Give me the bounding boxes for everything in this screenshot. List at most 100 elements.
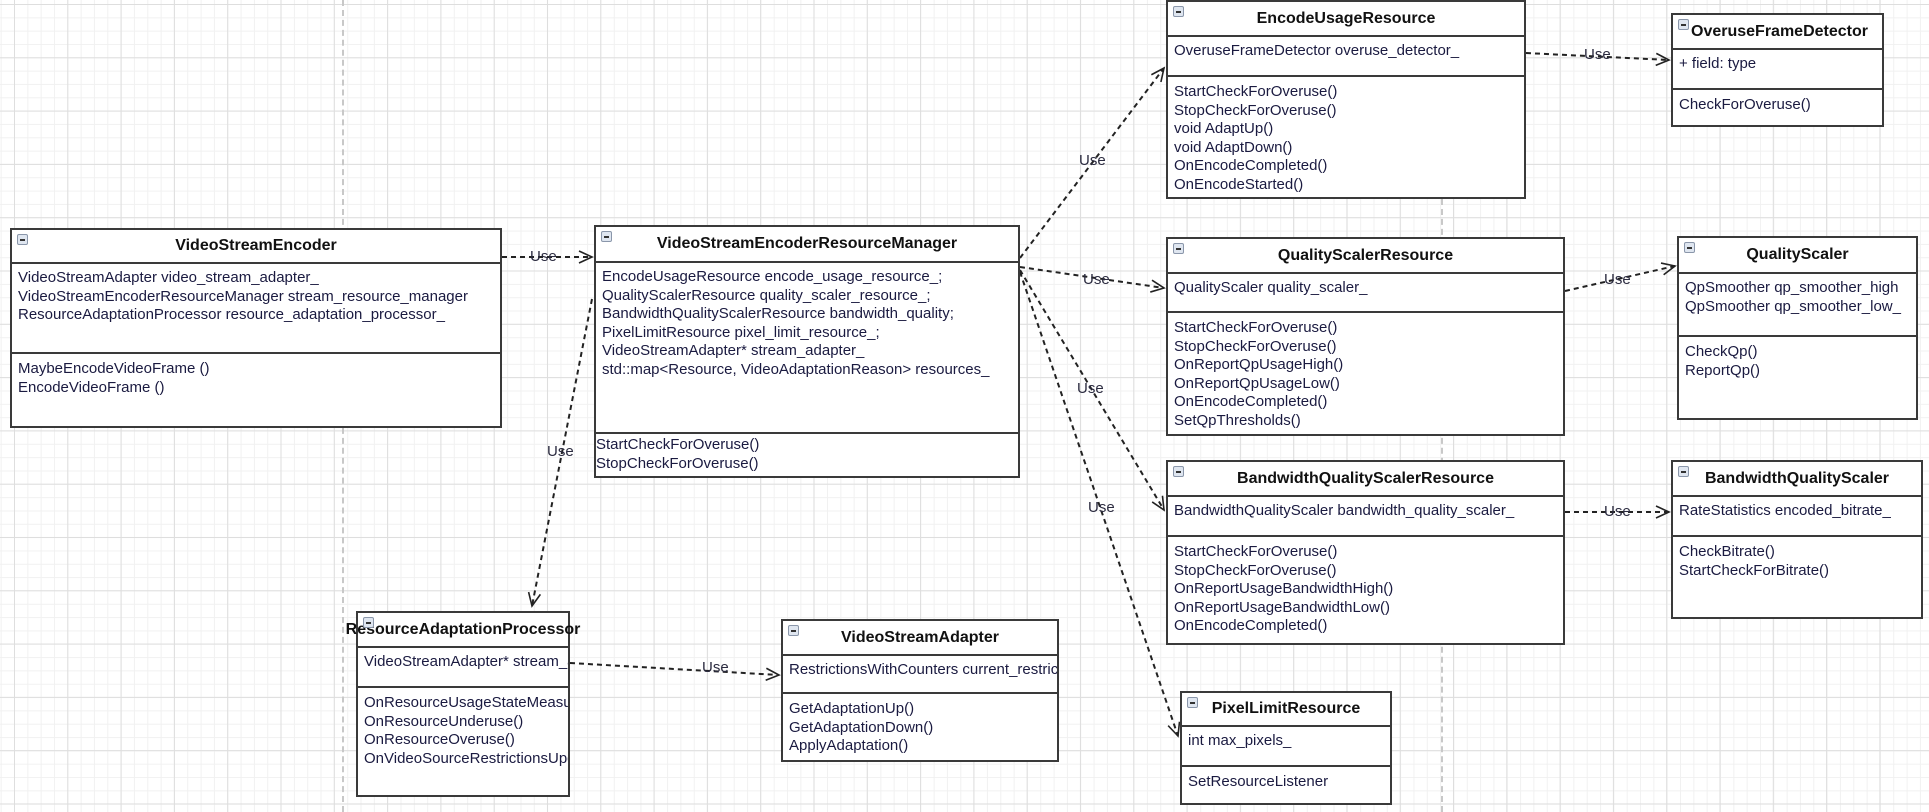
collapse-toggle-icon[interactable] xyxy=(363,617,374,628)
class-pixel-limit-resource[interactable]: PixelLimitResource int max_pixels_ SetReso… xyxy=(1180,691,1392,805)
class-name: ResourceAdaptationProcessor xyxy=(345,620,581,638)
attribute: EncodeUsageResource encode_usage_resourc… xyxy=(602,268,943,285)
class-name: EncodeUsageResource xyxy=(1256,9,1436,27)
operation: OnResourceUsageStateMeasured() xyxy=(364,694,568,711)
collapse-toggle-icon[interactable] xyxy=(1173,6,1184,17)
collapse-toggle-icon[interactable] xyxy=(17,234,28,245)
operation: CheckForOveruse() xyxy=(1679,96,1811,113)
operation: MaybeEncodeVideoFrame () xyxy=(18,360,210,377)
operation: StopCheckForOveruse() xyxy=(1174,561,1337,579)
attributes-compartment: OveruseFrameDetector overuse_detector_ xyxy=(1168,37,1524,77)
class-name: PixelLimitResource xyxy=(1211,700,1361,717)
relation-label: Use xyxy=(702,659,729,676)
attributes-compartment: VideoStreamAdapter video_stream_adapter_… xyxy=(12,264,500,354)
operation: void AdaptUp() xyxy=(1174,120,1274,137)
operation: StartCheckForOveruse() xyxy=(1174,83,1338,100)
operation: OnResourceUnderuse() xyxy=(364,712,524,730)
attribute: QpSmoother qp_smoother_high xyxy=(1685,279,1899,296)
collapse-toggle-icon[interactable] xyxy=(1678,466,1689,477)
operation: GetAdaptationDown() xyxy=(789,718,934,736)
attributes-compartment: QualityScaler quality_scaler_ xyxy=(1168,274,1563,313)
operation: OnEncodeCompleted() xyxy=(1174,617,1328,634)
operation: OnResourceOveruse() xyxy=(364,731,515,748)
attribute: VideoStreamAdapter video_stream_adapter_ xyxy=(18,269,319,286)
attributes-compartment: EncodeUsageResource encode_usage_resourc… xyxy=(596,263,1018,434)
operations-compartment: CheckQp()ReportQp() xyxy=(1679,337,1916,418)
operation: StopCheckForOveruse() xyxy=(1174,337,1337,355)
relation-label: Use xyxy=(1077,380,1104,397)
collapse-toggle-icon[interactable] xyxy=(1678,19,1689,30)
operation: OnReportUsageBandwidthHigh() xyxy=(1174,580,1394,597)
operation: GetAdaptationUp() xyxy=(789,700,915,717)
collapse-toggle-icon[interactable] xyxy=(1173,243,1184,254)
attribute: QualityScalerResource quality_scaler_res… xyxy=(602,286,931,304)
collapse-toggle-icon[interactable] xyxy=(1173,466,1184,477)
class-name: BandwidthQualityScaler xyxy=(1704,469,1890,487)
class-name: VideoStreamEncoderResourceManager xyxy=(656,235,958,252)
class-header: PixelLimitResource xyxy=(1182,693,1390,727)
collapse-toggle-icon[interactable] xyxy=(601,231,612,242)
operations-compartment: StartCheckForOveruse()StopCheckForOverus… xyxy=(1168,77,1524,197)
class-header: BandwidthQualityScaler xyxy=(1673,462,1921,497)
relation-label: Use xyxy=(1584,46,1611,63)
operation: StartCheckForOveruse() xyxy=(596,436,760,453)
link-processor-to-adapter[interactable] xyxy=(569,662,781,681)
class-header: VideoStreamEncoderResourceManager xyxy=(596,227,1018,263)
class-name: VideoStreamEncoder xyxy=(175,237,337,254)
class-header: VideoStreamEncoder xyxy=(12,230,500,264)
collapse-toggle-icon[interactable] xyxy=(1684,242,1695,253)
relation-label: Use xyxy=(1083,271,1110,288)
attribute: int max_pixels_ xyxy=(1188,732,1292,749)
attribute: QpSmoother qp_smoother_low_ xyxy=(1685,297,1901,315)
operations-compartment: CheckBitrate()StartCheckForBitrate() xyxy=(1673,537,1921,617)
class-header: QualityScaler xyxy=(1679,238,1916,274)
relation-label: Use xyxy=(1079,152,1106,169)
operation: void AdaptDown() xyxy=(1174,138,1293,156)
relation-label: Use xyxy=(1604,271,1631,288)
relation-label: Use xyxy=(530,248,557,265)
attributes-compartment: int max_pixels_ xyxy=(1182,727,1390,767)
class-header: BandwidthQualityScalerResource xyxy=(1168,462,1563,497)
operation: StartCheckForOveruse() xyxy=(1174,543,1338,560)
class-name: BandwidthQualityScalerResource xyxy=(1237,469,1494,487)
operation: OnReportQpUsageLow() xyxy=(1174,374,1340,392)
operation: SetResourceListener xyxy=(1188,773,1329,790)
collapse-toggle-icon[interactable] xyxy=(1187,697,1198,708)
attributes-compartment: VideoStreamAdapter* stream_adapter_ xyxy=(358,648,568,688)
attributes-compartment: RestrictionsWithCounters current_restric… xyxy=(783,656,1057,694)
attribute: RateStatistics encoded_bitrate_ xyxy=(1679,502,1891,519)
operation: StopCheckForOveruse() xyxy=(1174,101,1337,119)
attribute: ResourceAdaptationProcessor resource_ada… xyxy=(18,306,445,323)
class-name: VideoStreamAdapter xyxy=(841,628,999,646)
attributes-compartment: RateStatistics encoded_bitrate_ xyxy=(1673,497,1921,537)
attribute: RestrictionsWithCounters current_restric… xyxy=(789,661,1057,678)
class-header: VideoStreamAdapter xyxy=(783,621,1057,656)
attributes-compartment: + field: type xyxy=(1673,50,1882,90)
class-name: QualityScalerResource xyxy=(1277,246,1454,264)
operations-compartment: StartCheckForOveruse()StopCheckForOverus… xyxy=(596,434,1018,476)
operation: OnReportQpUsageHigh() xyxy=(1174,356,1344,373)
attribute: std::map<Resource, VideoAdaptationReason… xyxy=(602,360,990,378)
operation: OnEncodeCompleted() xyxy=(1174,157,1328,174)
attribute: VideoStreamAdapter* stream_adapter_ xyxy=(602,342,865,359)
class-name: OveruseFrameDetector xyxy=(1691,22,1868,40)
collapse-toggle-icon[interactable] xyxy=(788,625,799,636)
attribute: VideoStreamAdapter* stream_adapter_ xyxy=(364,653,568,670)
operation: OnEncodeStarted() xyxy=(1174,175,1304,193)
relation-label: Use xyxy=(1604,503,1631,520)
operations-compartment: CheckForOveruse() xyxy=(1673,90,1882,125)
operation: EncodeVideoFrame () xyxy=(18,378,165,396)
attribute: BandwidthQualityScaler bandwidth_quality… xyxy=(1174,502,1515,519)
relation-label: Use xyxy=(547,443,574,460)
